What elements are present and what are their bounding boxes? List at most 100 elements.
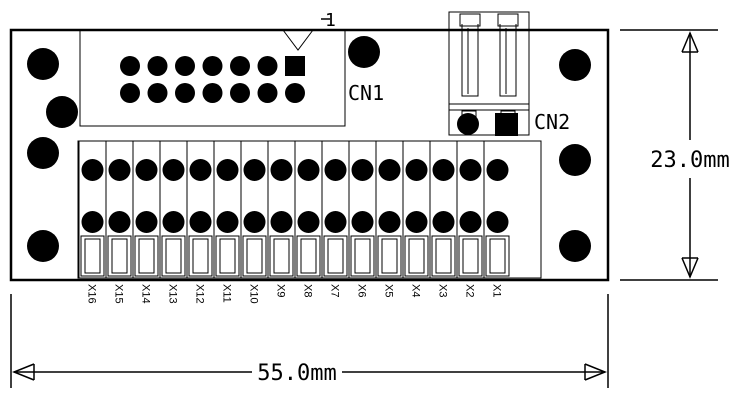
- terminal-wire-slot-inner: [165, 238, 182, 274]
- cn1-pin: [120, 56, 140, 76]
- terminal-wire-slot: [296, 235, 321, 277]
- terminal-pin: [108, 211, 131, 233]
- cn1-connector: 1 CN1: [79, 10, 384, 127]
- width-arrow-right: [584, 363, 608, 381]
- terminal-label: X3: [437, 284, 449, 297]
- terminal-wire-slot: [377, 235, 402, 277]
- mounting-hole: [27, 48, 59, 80]
- terminal-screw: [108, 159, 131, 181]
- cn1-pins: [120, 56, 305, 103]
- terminal-cell: X9: [267, 141, 294, 297]
- cn2-housing: [448, 11, 530, 136]
- terminal-screw: [324, 159, 347, 181]
- mounting-hole: [27, 230, 59, 262]
- terminal-cell: X8: [294, 141, 321, 297]
- height-arrow-bottom: [681, 257, 699, 279]
- terminal-wire-slot-inner: [408, 238, 425, 274]
- mounting-hole: [348, 36, 380, 68]
- terminal-label: X16: [86, 284, 98, 304]
- cn1-pin: [202, 56, 223, 76]
- terminal-cell: X6: [348, 141, 375, 297]
- mounting-hole: [46, 96, 78, 128]
- mounting-holes: [27, 36, 591, 262]
- terminal-cell: X14: [132, 141, 159, 304]
- terminal-screw: [351, 159, 374, 181]
- board-outline: [9, 28, 610, 282]
- terminal-wire-slot-inner: [381, 238, 398, 274]
- terminal-pin: [351, 211, 374, 233]
- terminal-wire-slot-inner: [489, 238, 506, 274]
- terminal-pin: [405, 211, 428, 233]
- cn1-body: [79, 30, 346, 127]
- terminal-label: X15: [113, 284, 125, 304]
- terminal-pin: [459, 211, 482, 233]
- mounting-hole: [559, 49, 591, 81]
- terminal-label: X2: [464, 284, 476, 297]
- terminal-pin: [162, 211, 185, 233]
- terminal-label: X12: [194, 284, 206, 304]
- terminal-wire-slot: [404, 235, 429, 277]
- terminal-wire-slot-inner: [84, 238, 101, 274]
- terminal-wire-slot-inner: [111, 238, 128, 274]
- cn1-pin: [257, 56, 278, 76]
- terminal-cell: X1: [483, 141, 510, 297]
- terminal-wire-slot: [107, 235, 132, 277]
- cn1-pin: [147, 56, 168, 76]
- terminal-wire-slot: [431, 235, 456, 277]
- terminal-wire-slot-inner: [192, 238, 209, 274]
- terminal-label: X8: [302, 284, 314, 297]
- cn1-pin: [147, 83, 168, 103]
- terminal-wire-slot: [350, 235, 375, 277]
- height-dimension: 23.0mm: [620, 29, 730, 281]
- terminal-wire-slot: [188, 235, 213, 277]
- cn2-latch: [497, 13, 519, 27]
- terminal-wire-slot: [80, 235, 105, 277]
- terminal-screw: [297, 159, 320, 181]
- cn2-latch: [459, 13, 481, 27]
- terminal-wire-slot-inner: [462, 238, 479, 274]
- terminal-pin: [297, 211, 320, 233]
- terminal-label: X10: [248, 284, 260, 304]
- terminal-screw: [81, 159, 104, 181]
- terminal-wire-slot-inner: [327, 238, 344, 274]
- cn1-pin: [120, 83, 140, 103]
- terminal-cell: X16: [78, 141, 105, 304]
- terminal-cell: X3: [429, 141, 456, 297]
- terminal-cell: X12: [186, 141, 213, 304]
- width-dimension-value: 55.0mm: [257, 361, 336, 386]
- terminal-wire-slot: [269, 235, 294, 277]
- terminal-wire-slot: [134, 235, 159, 277]
- terminal-label: X5: [383, 284, 395, 297]
- cn2-pin: [457, 113, 479, 135]
- terminal-screw: [162, 159, 185, 181]
- terminal-pin: [324, 211, 347, 233]
- terminal-screw: [189, 159, 212, 181]
- terminal-wire-slot-inner: [138, 238, 155, 274]
- terminal-wire-slot: [161, 235, 186, 277]
- terminal-wire-slot: [323, 235, 348, 277]
- height-dimension-value: 23.0mm: [650, 148, 729, 173]
- terminal-screw: [459, 159, 482, 181]
- terminal-pin: [135, 211, 158, 233]
- terminal-label: X13: [167, 284, 179, 304]
- terminal-cell: X5: [375, 141, 402, 297]
- terminal-cell: X2: [456, 141, 483, 297]
- terminal-screw: [405, 159, 428, 181]
- terminal-cell: X15: [105, 141, 132, 304]
- mounting-hole: [559, 144, 591, 176]
- cn1-pin: [285, 83, 305, 103]
- width-arrow-left: [11, 363, 35, 381]
- terminal-screw: [270, 159, 293, 181]
- terminal-screw: [135, 159, 158, 181]
- terminal-pin: [270, 211, 293, 233]
- cn1-key-notch: [282, 29, 314, 51]
- cn2-pin-square: [495, 113, 518, 136]
- terminal-screw: [486, 159, 509, 181]
- cn1-pin: [202, 83, 223, 103]
- terminal-wire-slot-inner: [435, 238, 452, 274]
- terminal-wire-slot-inner: [300, 238, 317, 274]
- terminal-wire-slot-inner: [354, 238, 371, 274]
